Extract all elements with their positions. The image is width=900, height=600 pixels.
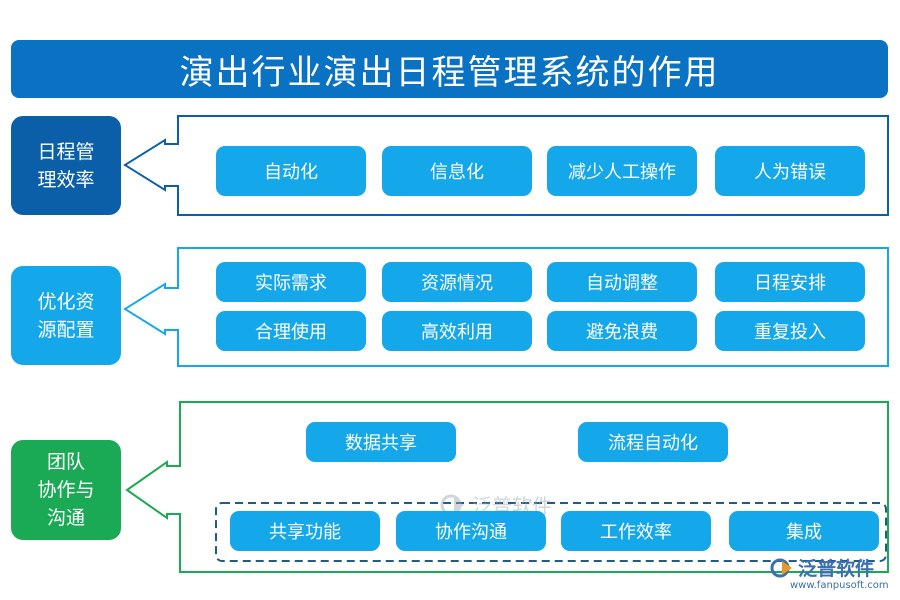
watermark-corner: 泛普软件 www.fanpusoft.com — [770, 554, 895, 591]
item-data-sharing: 数据共享 — [306, 422, 456, 462]
label-schedule-efficiency: 日程管 理效率 — [11, 116, 121, 215]
item-process-automation: 流程自动化 — [578, 422, 728, 462]
page-title: 演出行业演出日程管理系统的作用 — [179, 52, 720, 93]
item-efficient-use: 高效利用 — [382, 311, 532, 351]
title-bar: 演出行业演出日程管理系统的作用 — [11, 40, 888, 98]
item-reduce-manual-ops: 减少人工操作 — [547, 146, 697, 196]
item-human-error: 人为错误 — [715, 146, 865, 196]
item-resource-status: 资源情况 — [382, 262, 532, 302]
label-resource-allocation: 优化资 源配置 — [11, 266, 121, 365]
item-automation: 自动化 — [216, 146, 366, 196]
item-collab-communication: 协作沟通 — [396, 511, 546, 551]
item-reasonable-use: 合理使用 — [216, 311, 366, 351]
item-auto-adjust: 自动调整 — [547, 262, 697, 302]
item-repeat-investment: 重复投入 — [715, 311, 865, 351]
item-schedule-arrangement: 日程安排 — [715, 262, 865, 302]
label-team-collaboration: 团队 协作与 沟通 — [11, 440, 121, 540]
item-avoid-waste: 避免浪费 — [547, 311, 697, 351]
item-work-efficiency: 工作效率 — [561, 511, 711, 551]
item-informatization: 信息化 — [382, 146, 532, 196]
dashed-subgroup — [215, 502, 887, 562]
item-actual-demand: 实际需求 — [216, 262, 366, 302]
fanpu-corner-logo-icon — [770, 558, 792, 577]
item-integration: 集成 — [729, 511, 879, 551]
item-sharing-function: 共享功能 — [230, 511, 380, 551]
